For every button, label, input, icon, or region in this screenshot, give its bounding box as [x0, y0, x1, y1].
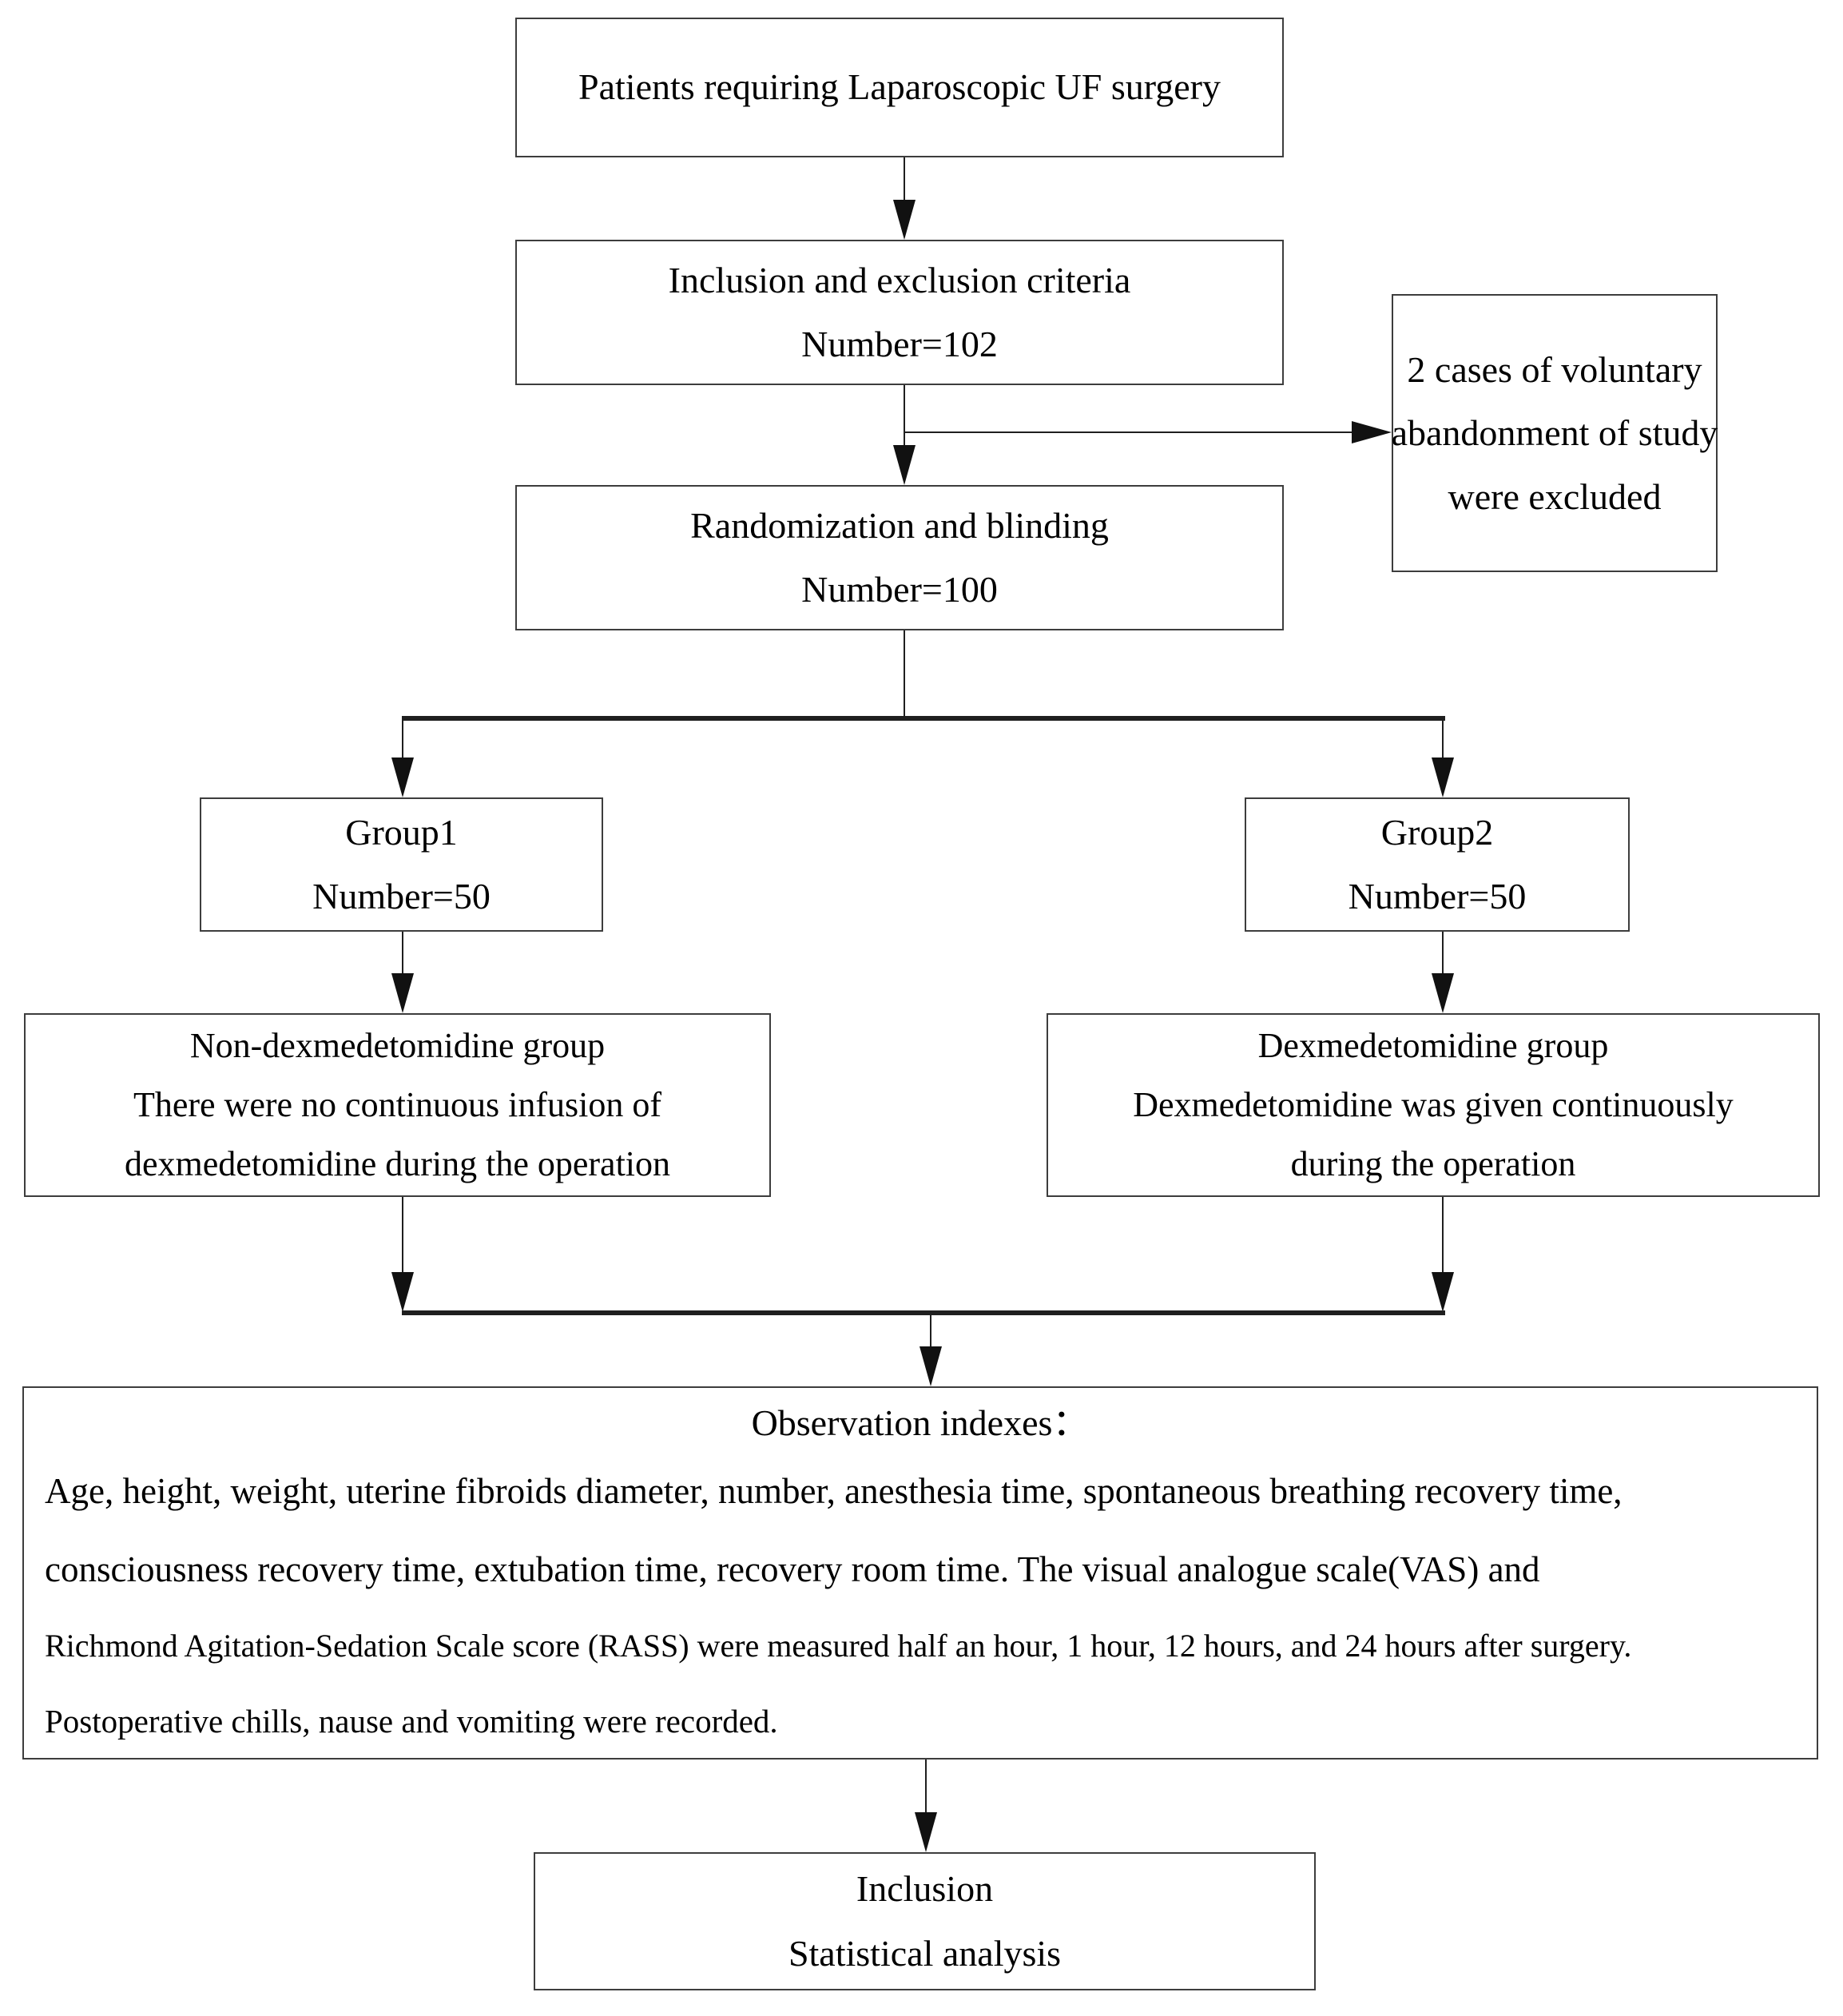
excluded-line-2: abandonment of study — [1391, 412, 1718, 454]
group2-title: Group2 — [1380, 811, 1494, 853]
final-line-1: Inclusion — [856, 1868, 994, 1910]
randomization-count: Number=100 — [801, 569, 998, 610]
connector-split-bar — [402, 716, 1445, 721]
arrowhead-down-icon — [391, 1272, 414, 1312]
connector-branch-to-excluded — [904, 431, 1359, 433]
flow-box-inclusion-exclusion-criteria: Inclusion and exclusion criteria Number=… — [515, 240, 1284, 385]
connector-observation-to-final — [925, 1760, 927, 1814]
criteria-title: Inclusion and exclusion criteria — [668, 259, 1131, 300]
dex-line-2: Dexmedetomidine was given continuously — [1133, 1085, 1734, 1125]
nondex-line-2: There were no continuous infusion of — [133, 1085, 662, 1125]
arrowhead-down-icon — [1432, 973, 1454, 1013]
observation-line-4: Postoperative chills, nause and vomiting… — [45, 1702, 778, 1740]
randomization-title: Randomization and blinding — [690, 504, 1109, 546]
observation-line-1: Age, height, weight, uterine fibroids di… — [45, 1470, 1623, 1511]
connector-criteria-to-randomization — [904, 385, 905, 449]
flow-box-dexmedetomidine-group: Dexmedetomidine group Dexmedetomidine wa… — [1047, 1013, 1820, 1197]
dex-line-3: during the operation — [1290, 1143, 1576, 1183]
arrowhead-down-icon — [920, 1346, 942, 1386]
connector-randomization-down — [904, 630, 905, 718]
connector-dex-to-merge — [1442, 1197, 1444, 1274]
flow-box-group1: Group1 Number=50 — [200, 797, 603, 932]
connector-nondex-to-merge — [402, 1197, 403, 1274]
arrowhead-down-icon — [391, 973, 414, 1013]
connector-split-to-group1 — [402, 721, 403, 762]
flow-box-observation-indexes: Observation indexes： Age, height, weight… — [22, 1386, 1818, 1760]
group2-count: Number=50 — [1348, 876, 1527, 917]
connector-merge-bar — [402, 1310, 1445, 1315]
flow-box-non-dexmedetomidine-group: Non-dexmedetomidine group There were no … — [24, 1013, 771, 1197]
flow-box-patients-text: Patients requiring Laparoscopic UF surge… — [578, 66, 1221, 108]
dex-line-1: Dexmedetomidine group — [1257, 1026, 1609, 1066]
arrowhead-right-icon — [1352, 421, 1392, 443]
connector-group2-to-dex — [1442, 932, 1444, 976]
nondex-line-1: Non-dexmedetomidine group — [189, 1026, 606, 1066]
arrowhead-down-icon — [893, 200, 916, 240]
flow-box-randomization: Randomization and blinding Number=100 — [515, 485, 1284, 630]
observation-line-3: Richmond Agitation-Sedation Scale score … — [45, 1628, 1632, 1664]
observation-line-2: consciousness recovery time, extubation … — [45, 1549, 1540, 1590]
nondex-line-3: dexmedetomidine during the operation — [124, 1143, 671, 1183]
flow-box-statistical-analysis: Inclusion Statistical analysis — [534, 1852, 1316, 1990]
arrowhead-down-icon — [1432, 757, 1454, 797]
final-line-2: Statistical analysis — [788, 1932, 1062, 1974]
flow-box-group2: Group2 Number=50 — [1245, 797, 1630, 932]
arrowhead-down-icon — [893, 445, 916, 485]
connector-split-to-group2 — [1442, 721, 1444, 762]
excluded-line-1: 2 cases of voluntary — [1407, 349, 1702, 391]
arrowhead-down-icon — [1432, 1272, 1454, 1312]
criteria-count: Number=102 — [801, 324, 998, 364]
connector-group1-to-nondex — [402, 932, 403, 976]
flow-box-excluded-cases: 2 cases of voluntary abandonment of stud… — [1392, 294, 1718, 572]
connector-patients-to-criteria — [904, 157, 905, 205]
flow-box-patients: Patients requiring Laparoscopic UF surge… — [515, 18, 1284, 157]
connector-merge-to-observation — [930, 1315, 931, 1349]
arrowhead-down-icon — [915, 1812, 937, 1852]
arrowhead-down-icon — [391, 757, 414, 797]
observation-title: Observation indexes： — [751, 1402, 1090, 1443]
group1-count: Number=50 — [312, 876, 491, 917]
excluded-line-3: were excluded — [1448, 475, 1662, 517]
group1-title: Group1 — [345, 811, 458, 853]
